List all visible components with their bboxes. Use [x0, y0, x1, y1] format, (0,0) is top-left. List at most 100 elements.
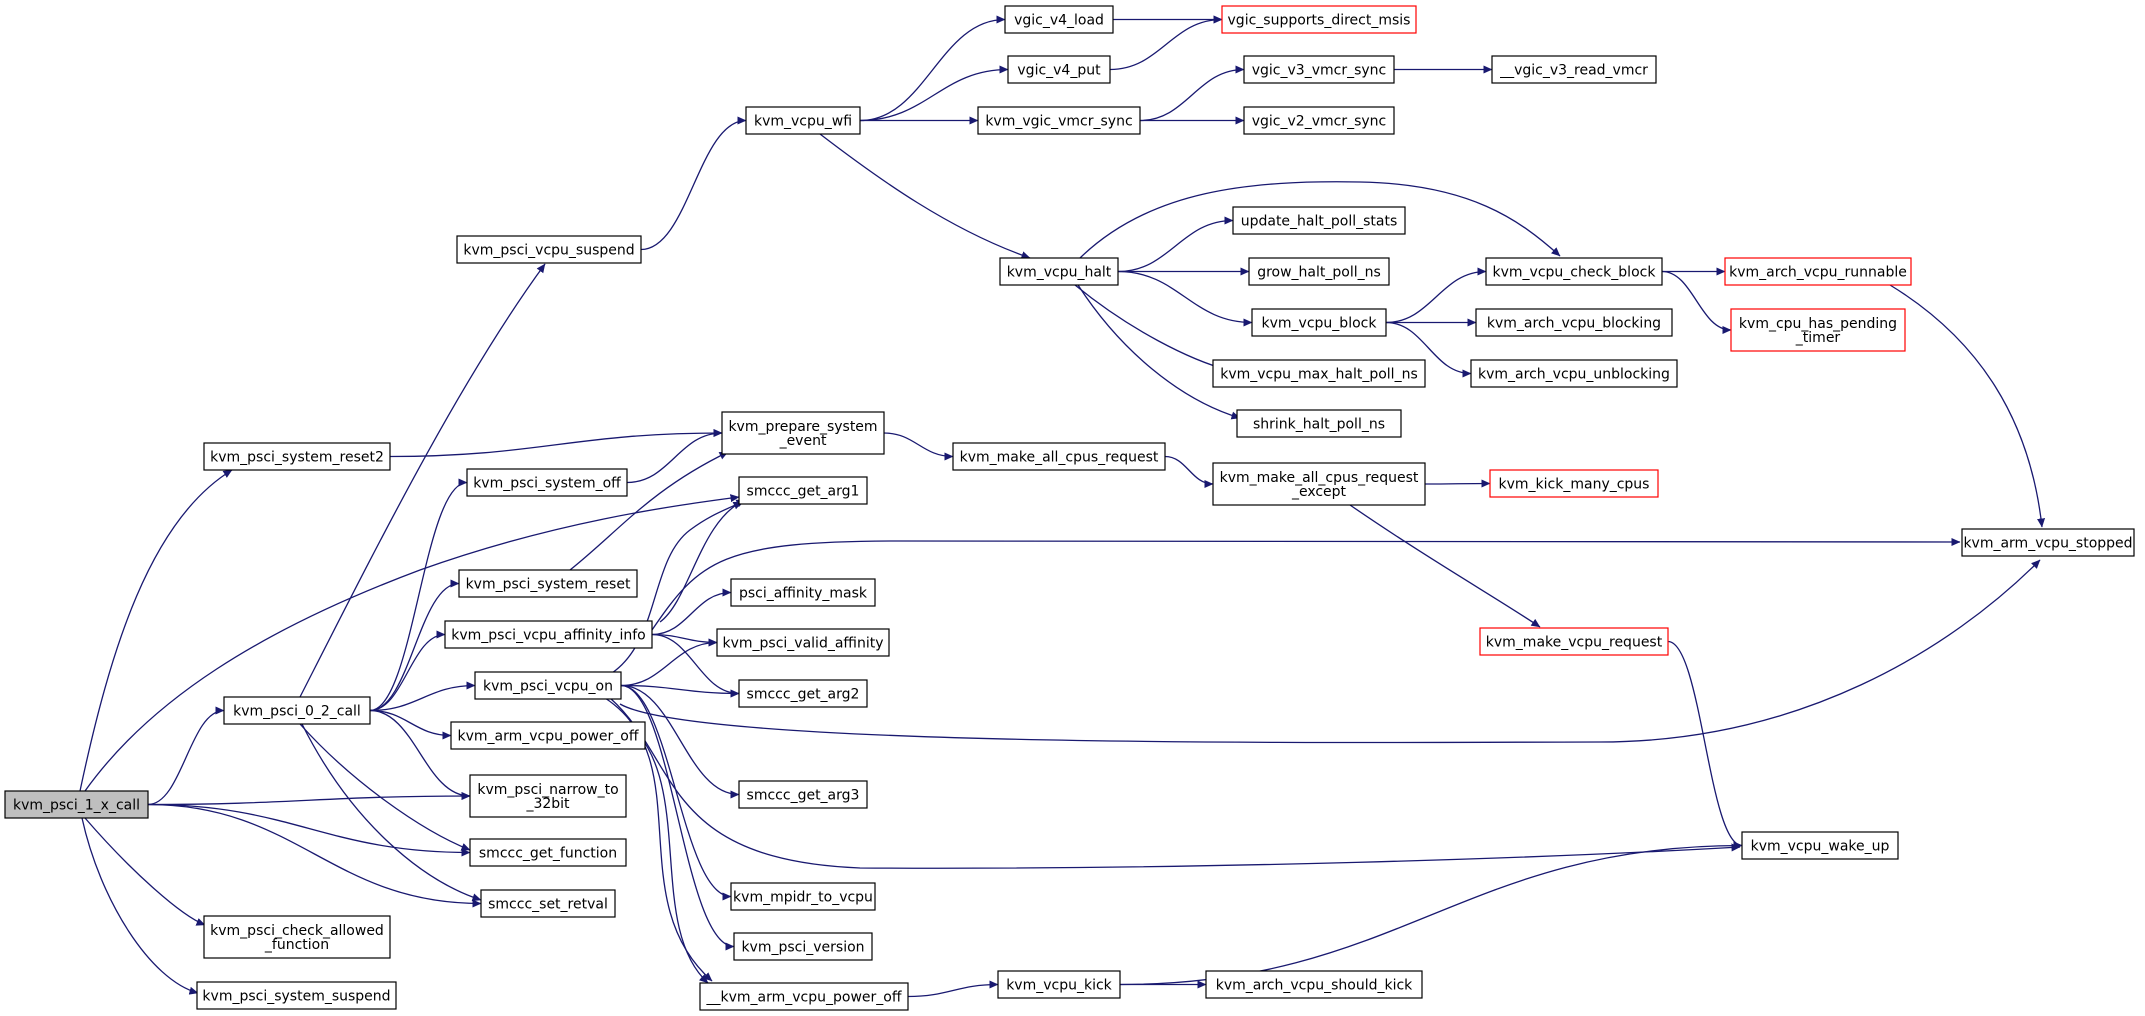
- node-label: smccc_get_arg3: [747, 788, 860, 804]
- node-label: kvm_psci_system_off: [473, 476, 621, 492]
- function-node-archUnblocking[interactable]: kvm_arch_vcpu_unblocking: [1470, 359, 1678, 388]
- function-node-vmcrSync[interactable]: kvm_vgic_vmcr_sync: [977, 106, 1141, 135]
- call-edge: [369, 478, 468, 712]
- node-box: [1475, 308, 1673, 337]
- function-node-getFunc[interactable]: smccc_get_function: [469, 838, 627, 867]
- call-edge: [1424, 479, 1491, 488]
- function-node-v4put[interactable]: vgic_v4_put: [1007, 55, 1111, 84]
- node-label: kvm_arch_vcpu_blocking: [1487, 316, 1661, 332]
- node-label: kvm_make_vcpu_request: [1486, 635, 1663, 651]
- function-node-affInfo[interactable]: kvm_psci_vcpu_affinity_info: [444, 620, 653, 649]
- function-node-call02[interactable]: kvm_psci_0_2_call: [223, 696, 371, 725]
- function-node-powerOff[interactable]: kvm_arm_vcpu_power_off: [450, 721, 646, 750]
- function-node-mpidr[interactable]: kvm_mpidr_to_vcpu: [730, 882, 876, 911]
- node-box: [444, 620, 653, 649]
- node-label: smccc_get_arg2: [747, 687, 860, 703]
- function-node-shrink[interactable]: shrink_halt_poll_ns: [1236, 409, 1402, 438]
- node-label: kvm_vcpu_kick: [1006, 978, 1112, 994]
- function-node-wakeUp[interactable]: kvm_vcpu_wake_up: [1741, 831, 1899, 860]
- call-edge: [147, 791, 471, 806]
- node-label: kvm_psci_version: [741, 940, 864, 956]
- node-label: psci_affinity_mask: [739, 586, 868, 602]
- function-node-block[interactable]: kvm_vcpu_block: [1251, 308, 1387, 337]
- node-box: [469, 774, 627, 818]
- function-node-v3sync[interactable]: vgic_v3_vmcr_sync: [1243, 55, 1395, 84]
- function-node-checkBlock[interactable]: kvm_vcpu_check_block: [1485, 257, 1663, 286]
- function-node-prepEvent[interactable]: kvm_prepare_system_event: [721, 411, 885, 455]
- function-node-shouldKick[interactable]: kvm_arch_vcpu_should_kick: [1205, 970, 1423, 999]
- call-edge: [619, 559, 2041, 744]
- function-node-reset2[interactable]: kvm_psci_system_reset2: [203, 442, 391, 471]
- function-node-sysSuspend[interactable]: kvm_psci_system_suspend: [196, 981, 397, 1010]
- node-box: [4, 790, 149, 819]
- function-node-arg2[interactable]: smccc_get_arg2: [738, 679, 868, 708]
- node-box: [1251, 308, 1387, 337]
- node-box: [1243, 55, 1395, 84]
- function-node-narrow[interactable]: kvm_psci_narrow_to_32bit: [469, 774, 627, 818]
- call-edge: [626, 428, 723, 484]
- node-label: smccc_get_function: [479, 846, 617, 862]
- node-box: [1212, 462, 1426, 506]
- call-edge: [609, 697, 1741, 869]
- node-box: [1489, 469, 1659, 498]
- function-node-stopped[interactable]: kvm_arm_vcpu_stopped: [1961, 528, 2135, 557]
- function-node-kickMany[interactable]: kvm_kick_many_cpus: [1489, 469, 1659, 498]
- function-node-wfi[interactable]: kvm_vcpu_wfi: [745, 106, 861, 135]
- node-label: update_halt_poll_stats: [1241, 214, 1398, 230]
- node-label: kvm_vcpu_wake_up: [1751, 839, 1890, 855]
- node-box: [977, 106, 1141, 135]
- function-node-validAff[interactable]: kvm_psci_valid_affinity: [716, 628, 890, 657]
- call-edge: [859, 15, 1006, 122]
- function-node-arg3[interactable]: smccc_get_arg3: [738, 780, 868, 809]
- node-label: kvm_make_all_cpus_request: [1220, 470, 1419, 486]
- function-node-root[interactable]: kvm_psci_1_x_call: [4, 790, 149, 819]
- call-edge: [369, 709, 452, 740]
- node-box: [196, 981, 397, 1010]
- function-node-affMask[interactable]: psci_affinity_mask: [730, 578, 876, 607]
- call-edge: [79, 469, 233, 792]
- function-node-grow[interactable]: grow_halt_poll_ns: [1248, 257, 1390, 286]
- function-node-archBlocking[interactable]: kvm_arch_vcpu_blocking: [1475, 308, 1673, 337]
- node-label: _except: [1291, 484, 1347, 500]
- node-box: [1479, 627, 1669, 656]
- node-label: kvm_psci_system_reset: [466, 577, 631, 593]
- function-node-sysReset[interactable]: kvm_psci_system_reset: [458, 569, 638, 598]
- node-box: [699, 982, 909, 1011]
- function-node-v3read[interactable]: __vgic_v3_read_vmcr: [1491, 55, 1657, 84]
- function-node-psciVersion[interactable]: kvm_psci_version: [733, 932, 873, 961]
- node-label: kvm_psci_vcpu_on: [483, 679, 613, 695]
- function-node-runnable[interactable]: kvm_arch_vcpu_runnable: [1724, 257, 1912, 286]
- function-node-vcpuOn[interactable]: kvm_psci_vcpu_on: [474, 671, 622, 700]
- function-node-checkAllowed[interactable]: kvm_psci_check_allowed_function: [203, 915, 391, 959]
- call-edge: [620, 684, 740, 799]
- function-node-vcpuKick[interactable]: kvm_vcpu_kick: [997, 970, 1121, 999]
- node-label: kvm_vcpu_check_block: [1493, 265, 1657, 281]
- node-label: kvm_arm_vcpu_power_off: [458, 729, 639, 745]
- function-node-sysOff[interactable]: kvm_psci_system_off: [466, 468, 628, 497]
- call-edge: [81, 817, 199, 995]
- function-node-makeAll[interactable]: kvm_make_all_cpus_request: [952, 442, 1166, 471]
- function-node-directMsis[interactable]: vgic_supports_direct_msis: [1221, 5, 1417, 34]
- function-node-setRetval[interactable]: smccc_set_retval: [480, 889, 616, 918]
- node-box: [1221, 5, 1417, 34]
- node-box: [1205, 970, 1423, 999]
- node-label: shrink_halt_poll_ns: [1253, 417, 1385, 433]
- call-edge: [1667, 640, 1743, 850]
- function-node-v2sync[interactable]: vgic_v2_vmcr_sync: [1243, 106, 1395, 135]
- call-edge: [1349, 504, 1541, 628]
- node-box: [738, 679, 868, 708]
- function-node-arg1[interactable]: smccc_get_arg1: [738, 476, 868, 505]
- function-node-innerPowerOff[interactable]: __kvm_arm_vcpu_power_off: [699, 982, 909, 1011]
- function-node-pendingTimer[interactable]: kvm_cpu_has_pending_timer: [1730, 308, 1906, 352]
- node-box: [1236, 409, 1402, 438]
- function-node-maxPoll[interactable]: kvm_vcpu_max_halt_poll_ns: [1212, 359, 1426, 388]
- call-edge: [389, 428, 723, 458]
- function-node-makeAllExcept[interactable]: kvm_make_all_cpus_request_except: [1212, 462, 1426, 506]
- node-label: kvm_arch_vcpu_should_kick: [1216, 978, 1413, 994]
- function-node-makeVcpuReq[interactable]: kvm_make_vcpu_request: [1479, 627, 1669, 656]
- function-node-vcpuSuspend[interactable]: kvm_psci_vcpu_suspend: [456, 235, 642, 264]
- function-node-v4load[interactable]: vgic_v4_load: [1004, 5, 1114, 34]
- function-node-updStats[interactable]: update_halt_poll_stats: [1232, 206, 1406, 235]
- function-node-vcpuHalt[interactable]: kvm_vcpu_halt: [999, 257, 1119, 286]
- call-edge: [369, 681, 476, 712]
